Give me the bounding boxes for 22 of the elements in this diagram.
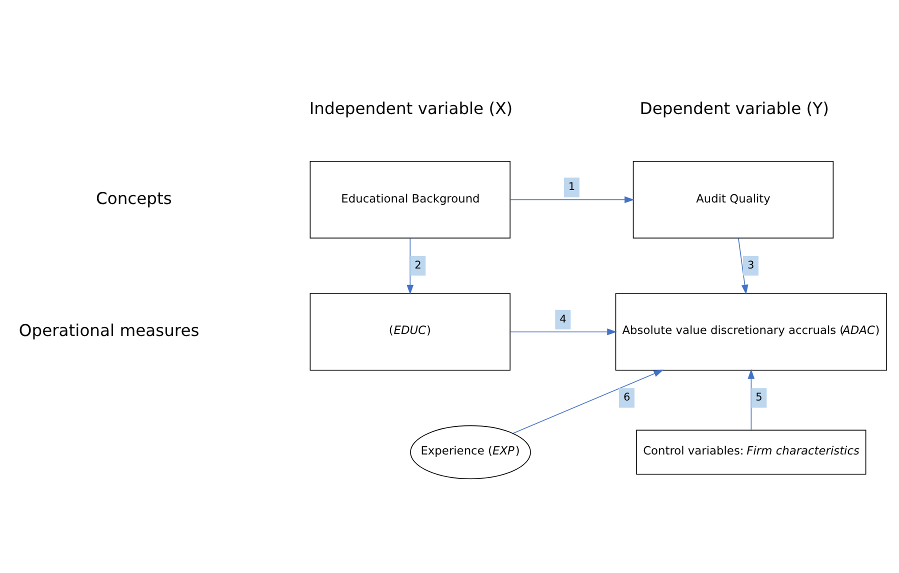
node-box: Control variables: Firm characteristics (636, 429, 866, 474)
label: Operational measures (18, 320, 200, 340)
edge-label: 1 (568, 180, 576, 193)
edge-label: 4 (560, 312, 566, 325)
arrow (738, 237, 748, 294)
node-ellipse: Experience (EXP) (410, 424, 531, 479)
arrow (748, 368, 755, 430)
node-box: Audit Quality (632, 160, 834, 238)
label: Dependent variable (Y) (640, 98, 829, 118)
node-box: Educational Background (310, 160, 510, 238)
edge-label: 5 (756, 391, 762, 404)
edge-label: 3 (748, 259, 754, 272)
arrow (510, 328, 617, 335)
arrow (512, 369, 664, 434)
label: Independent variable (X) (309, 98, 513, 118)
edge-label: 2 (414, 259, 422, 272)
arrow (406, 237, 414, 294)
node-box: Absolute value discretionary accruals (ADAC) (615, 292, 888, 370)
edge-label: 6 (623, 391, 630, 404)
label: Concepts (96, 188, 172, 208)
arrow (510, 196, 634, 203)
node-box: (EDUC) (310, 292, 510, 370)
